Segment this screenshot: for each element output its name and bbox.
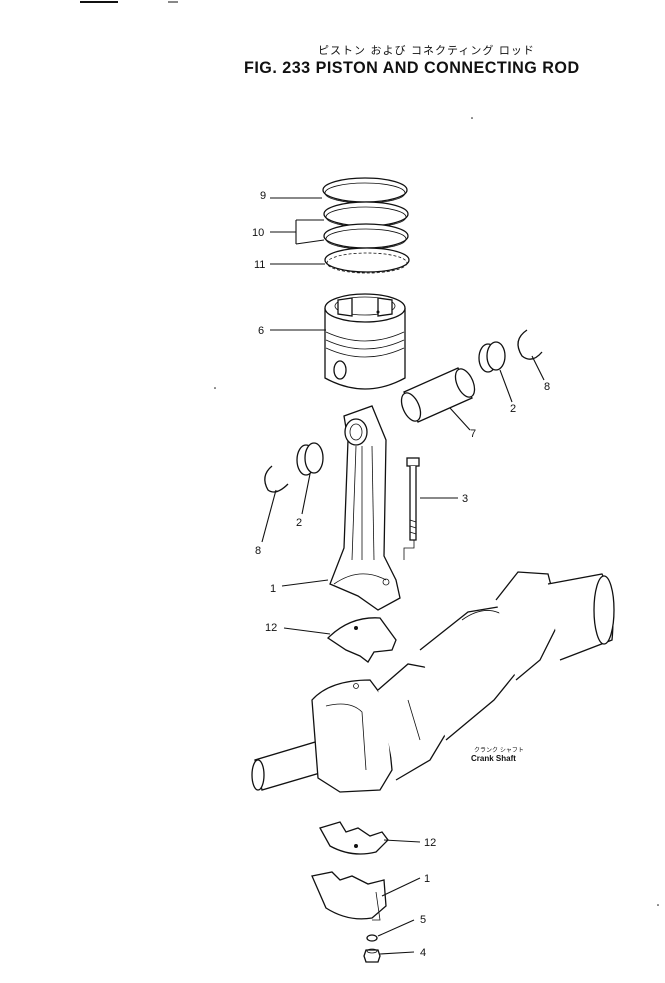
callout-5: 5 [420, 914, 426, 926]
crankshaft-label-japanese: クランク シャフト [474, 747, 524, 754]
figure-title-japanese: ピストン および コネクティング ロッド [318, 44, 535, 57]
snap-ring-right [517, 329, 543, 360]
piston-ring-oil [324, 247, 410, 274]
piston-pin [400, 367, 476, 423]
snap-ring-left [264, 465, 289, 493]
callout-11: 11 [254, 259, 265, 271]
pin-bushing-left [296, 442, 324, 476]
callout-1-upper: 1 [270, 583, 276, 595]
connecting-rod-bolt [403, 457, 420, 560]
callout-8-left: 8 [255, 545, 261, 557]
callout-1-lower: 1 [424, 873, 430, 885]
connecting-rod-cap [311, 871, 387, 921]
piston [324, 293, 406, 390]
callout-9: 9 [260, 190, 266, 202]
washer [366, 934, 378, 942]
crankshaft-label: Crank Shaft [471, 754, 516, 763]
scan-speck [471, 117, 473, 119]
bearing-shell-upper [326, 617, 397, 663]
callout-12-lower: 12 [424, 837, 436, 849]
piston-ring-top [322, 177, 408, 204]
callout-4: 4 [420, 947, 426, 959]
callout-3: 3 [462, 493, 468, 505]
bearing-shell-lower [319, 821, 389, 855]
nut [363, 948, 381, 963]
callout-2-right: 2 [510, 403, 516, 415]
leader-lines [261, 197, 545, 955]
callout-8-right: 8 [544, 381, 550, 393]
callout-6: 6 [258, 325, 264, 337]
connecting-rod [329, 405, 401, 611]
callout-7: 7 [470, 428, 476, 440]
scan-speck [657, 904, 659, 906]
figure-title: FIG. 233 PISTON AND CONNECTING ROD [244, 58, 580, 77]
callout-10: 10 [252, 227, 264, 239]
callout-2-left: 2 [296, 517, 302, 529]
piston-rings-compression [323, 201, 409, 250]
crankshaft [251, 571, 615, 793]
scan-speck [214, 387, 216, 389]
callout-12-upper: 12 [265, 622, 277, 634]
pin-bushing-right [478, 341, 506, 373]
